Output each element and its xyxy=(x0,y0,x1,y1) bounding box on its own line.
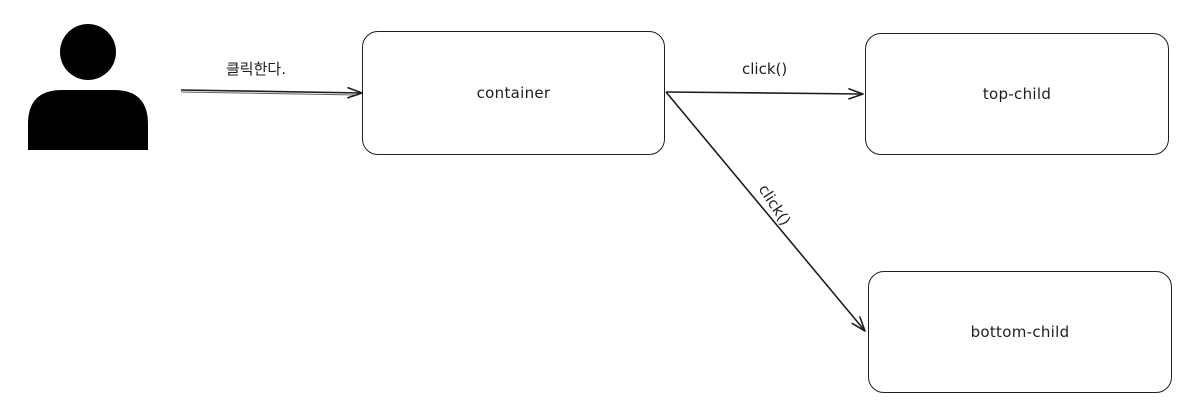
node-container[interactable]: container xyxy=(362,31,665,155)
edge-user-to-container xyxy=(180,86,363,99)
node-top-child[interactable]: top-child xyxy=(865,33,1169,155)
node-container-label: container xyxy=(476,84,551,102)
user-icon xyxy=(28,24,148,150)
node-bottom-child-label: bottom-child xyxy=(970,323,1070,341)
edge-container-to-top-child xyxy=(665,88,864,100)
node-bottom-child[interactable]: bottom-child xyxy=(868,271,1172,393)
node-top-child-label: top-child xyxy=(982,85,1052,103)
edge-container-to-bottom-child xyxy=(665,91,866,332)
edge-label-click-top: click() xyxy=(742,60,788,78)
edge-label-user-click: 클릭한다. xyxy=(226,60,286,78)
